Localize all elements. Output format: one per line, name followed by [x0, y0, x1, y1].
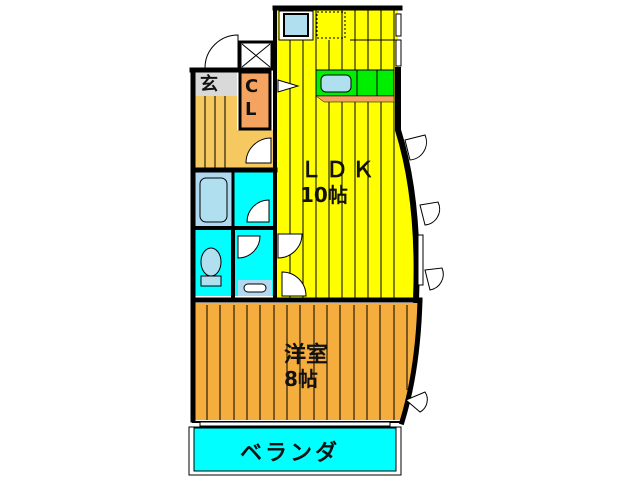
entrance-label: 玄	[200, 74, 218, 95]
closet-label-l: L	[245, 99, 257, 120]
kitchen-counter	[315, 69, 395, 103]
closet	[238, 70, 272, 131]
ldk-size: 10帖	[300, 183, 348, 207]
appliance-box	[278, 10, 346, 41]
walls	[189, 5, 423, 426]
closet-label-c: C	[245, 76, 259, 97]
hallway	[195, 96, 277, 168]
toilet	[195, 230, 231, 296]
western-room-label: 洋室	[284, 343, 329, 368]
western-room	[195, 303, 420, 420]
entrance	[195, 72, 237, 96]
veranda-label: ベランダ	[240, 441, 341, 466]
storage-box	[238, 40, 274, 71]
western-room-size: 8帖	[284, 367, 318, 391]
ldk-label: ＬＤＫ	[300, 158, 379, 183]
veranda	[188, 426, 402, 476]
windows	[199, 13, 424, 427]
doors	[204, 34, 444, 413]
